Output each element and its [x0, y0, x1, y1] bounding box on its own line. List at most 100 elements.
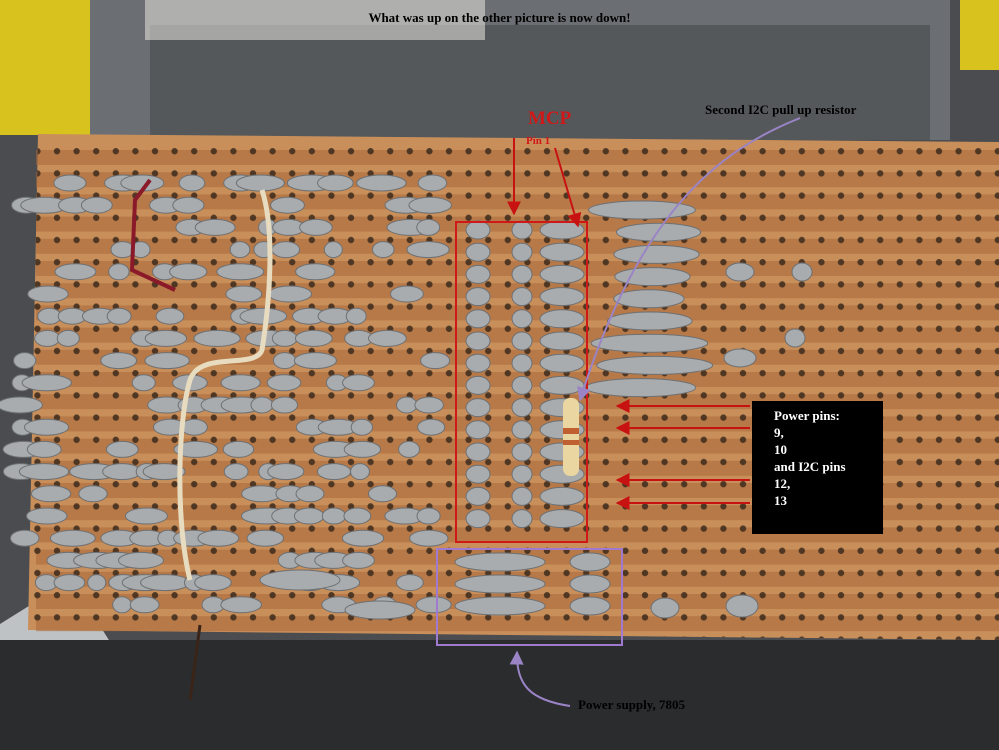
solder-blob [511, 287, 533, 307]
solder-blob [511, 242, 533, 262]
solder-blob [511, 353, 533, 373]
solder-blob [569, 552, 611, 572]
solder-blob [144, 329, 188, 347]
pull-up-resistor [563, 398, 579, 476]
bottom-lead [188, 624, 202, 701]
solder-blob [465, 242, 491, 262]
solder-blob [588, 200, 696, 220]
power-note-line: Power pins: [774, 408, 840, 423]
solder-blob [371, 241, 395, 259]
solder-blob [725, 594, 759, 618]
solder-blob [349, 463, 370, 481]
solder-blob [511, 398, 533, 418]
solder-blob [87, 574, 107, 592]
solder-blob [356, 174, 407, 192]
solder-blob [27, 285, 69, 303]
solder-blob [416, 507, 441, 525]
solder-blob [299, 218, 333, 236]
solder-blob [21, 374, 72, 392]
solder-blob [172, 196, 205, 214]
solder-blob [539, 375, 585, 395]
solder-blob [295, 263, 336, 281]
solder-blob [414, 396, 444, 414]
solder-blob [270, 396, 299, 414]
solder-blob [317, 174, 354, 192]
solder-blob [342, 551, 375, 569]
solder-blob [417, 174, 448, 192]
solder-blob [34, 329, 61, 347]
power-note-line: 9, [774, 425, 784, 440]
solder-blob [80, 196, 113, 214]
solder-blob [295, 485, 325, 503]
power-supply-pointer-arrow [509, 650, 571, 707]
solder-blob [100, 352, 138, 370]
red-wire-link [129, 178, 176, 292]
solder-blob [465, 331, 491, 351]
solder-blob [267, 285, 313, 303]
tray-inner [150, 25, 930, 140]
solder-blob [117, 551, 164, 569]
solder-blob [106, 307, 132, 325]
solder-blob [511, 486, 533, 506]
solder-blob [511, 331, 533, 351]
solder-blob [465, 442, 491, 462]
resistor-label: Second I2C pull up resistor [705, 102, 857, 117]
solder-blob [596, 355, 714, 375]
solder-blob [13, 352, 37, 370]
solder-blob [465, 287, 491, 307]
solder-blob [250, 396, 274, 414]
solder-blob [398, 440, 421, 458]
solder-blob [539, 287, 585, 307]
solder-blob [511, 442, 533, 462]
solder-blob [367, 329, 407, 347]
white-paper [145, 0, 485, 40]
solder-blob [408, 196, 452, 214]
solder-blob [37, 307, 62, 325]
solder-blob [293, 507, 325, 525]
resistor-pointer-arrow [577, 117, 801, 402]
yellow-wall-right [960, 0, 999, 70]
solder-blob [465, 398, 491, 418]
solder-blob [416, 218, 441, 236]
power-note-line: 12, [774, 476, 791, 491]
solder-blob [294, 329, 333, 347]
solder-blob [539, 242, 585, 262]
solder-blob [344, 600, 416, 620]
solder-blob [569, 574, 611, 594]
power-supply-outline [436, 548, 623, 646]
solder-blob [270, 196, 305, 214]
bottom-shadow [0, 640, 999, 750]
solder-blob [194, 218, 236, 236]
solder-blob [108, 263, 130, 281]
solder-blob [396, 396, 418, 414]
solder-blob [539, 509, 585, 529]
solder-blob [0, 396, 43, 414]
solder-blob [415, 596, 452, 614]
mcp-label: MCP [528, 108, 572, 129]
solder-blob [144, 352, 190, 370]
solder-blob [173, 440, 219, 458]
power-pins-note: Power pins: 9, 10 and I2C pins 12, 13 [752, 401, 883, 534]
solder-blob [511, 509, 533, 529]
solder-blob [511, 309, 533, 329]
solder-blob [323, 241, 343, 259]
solder-blob [26, 440, 62, 458]
solder-blob [56, 329, 80, 347]
solder-blob [343, 507, 372, 525]
solder-blob [511, 375, 533, 395]
pin1-label: Pin 1 [526, 135, 551, 147]
solder-blob [791, 262, 813, 282]
solder-blob [220, 596, 262, 614]
solder-blob [155, 307, 185, 325]
solder-blob [406, 241, 450, 259]
solder-blob [784, 328, 806, 348]
solder-blob [78, 485, 108, 503]
solder-blob [267, 463, 305, 481]
white-wire-left [177, 189, 273, 581]
solder-blob [271, 329, 298, 347]
solder-blob [194, 574, 232, 592]
solder-blob [606, 311, 693, 331]
solder-blob [539, 309, 585, 329]
solder-blob [246, 529, 284, 547]
solder-blob [222, 440, 255, 458]
